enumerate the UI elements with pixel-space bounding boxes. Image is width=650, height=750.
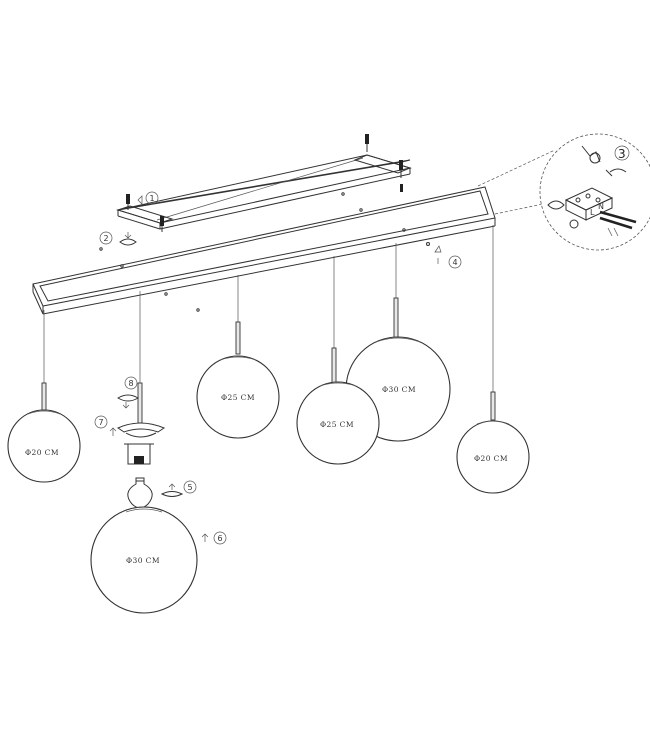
- step-5-label: 5: [188, 483, 193, 492]
- wiring-detail-callout: L N 3: [477, 133, 650, 251]
- screw-icon: [126, 194, 130, 210]
- step-4-marker: 4: [426, 242, 462, 269]
- wire-l-label: L: [590, 208, 595, 217]
- globe-pendant-25cm-right: Φ25 CM: [296, 347, 380, 465]
- step-8-label: 8: [129, 379, 134, 388]
- globe-pendant-25cm-center: Φ25 CM: [196, 321, 280, 439]
- globe-1-size-label: Φ20 CM: [25, 448, 59, 457]
- globe-2-size-label: Φ25 CM: [221, 393, 255, 402]
- step-2-marker: 2: [99, 231, 137, 251]
- bracket-screws: [126, 134, 403, 232]
- step-2-label: 2: [104, 234, 109, 243]
- globe-4-size-label: Φ30 CM: [382, 385, 416, 394]
- step-5-marker: [183, 480, 197, 494]
- globe-pendant-20cm-right: Φ20 CM: [456, 391, 530, 494]
- step-7-label: 7: [99, 418, 104, 427]
- globe-pendant-20cm-left: Φ20 CM: [7, 382, 81, 483]
- step-6-label: 6: [218, 534, 223, 543]
- step-1-marker: 1: [137, 191, 159, 205]
- screw-icon: [365, 134, 369, 152]
- exploded-pendant-assembly: 8 7 5 Φ30 CM 6: [90, 376, 227, 614]
- globe-3-size-label: Φ25 CM: [320, 420, 354, 429]
- screw-icon: [399, 160, 403, 178]
- step-4-label: 4: [453, 258, 458, 267]
- screw-icon: [160, 216, 164, 232]
- ceiling-canopy: [32, 186, 496, 315]
- globe-6-size-label: Φ30 CM: [126, 556, 160, 565]
- wire-n-label: N: [598, 202, 604, 211]
- step-3-label: 3: [618, 147, 626, 161]
- step-8-marker: [124, 376, 138, 390]
- step-6-marker: [213, 531, 227, 545]
- ceiling-bracket: [116, 154, 412, 230]
- step-1-label: 1: [150, 194, 155, 203]
- suspension-cables: [43, 225, 494, 392]
- globe-5-size-label: Φ20 CM: [474, 454, 508, 463]
- step-7-marker: [94, 415, 108, 429]
- screw-icon: [400, 184, 403, 192]
